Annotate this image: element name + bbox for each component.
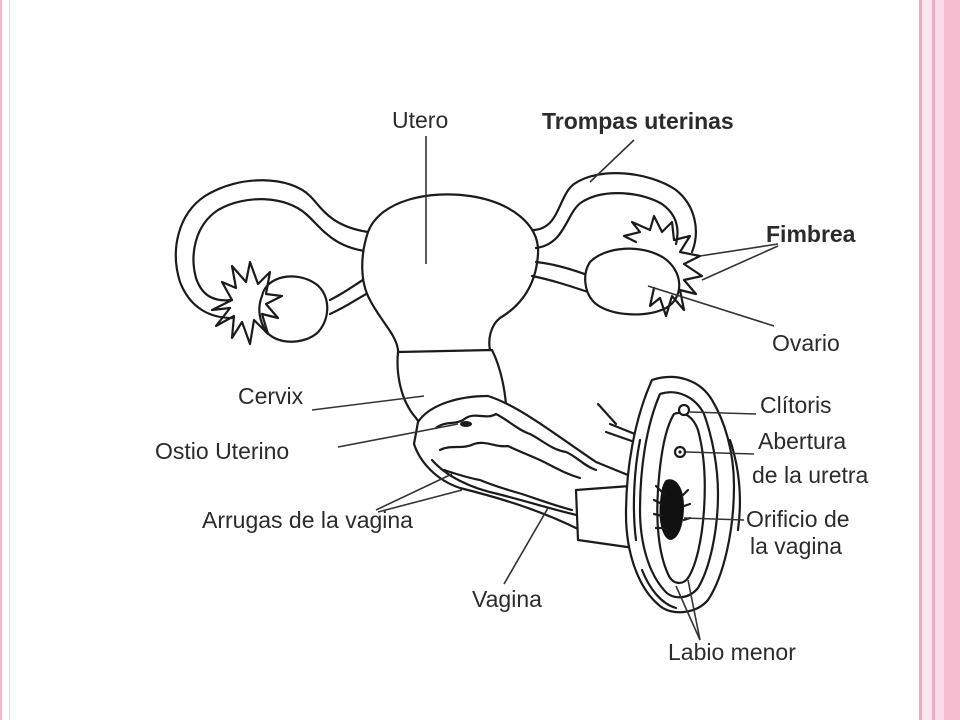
vaginal-orifice-shape: [659, 479, 684, 540]
right-fallopian-tube-inner: [534, 192, 679, 250]
right-fallopian-tube: [532, 172, 697, 254]
leader-ovario: [647, 285, 775, 327]
uterine-ostium: [460, 421, 472, 427]
label-abertura-1: Abertura: [758, 428, 846, 454]
label-labio: Labio menor: [668, 639, 796, 665]
left-fallopian-tube-inner: [192, 198, 374, 302]
urethral-opening-dot: [678, 450, 682, 454]
label-ostio: Ostio Uterino: [155, 438, 289, 464]
label-trompas: Trompas uterinas: [542, 108, 734, 134]
vaginal-rugae-mid: [438, 441, 582, 480]
labia-edge-left: [632, 438, 678, 610]
label-ovario: Ovario: [772, 330, 840, 356]
left-frame-border: [0, 0, 10, 720]
vaginal-orifice-hatching: [652, 484, 692, 530]
left-ovarian-ligament-b: [328, 290, 372, 316]
leader-ostio: [337, 423, 459, 448]
vaginal-wall-lower: [430, 458, 592, 520]
label-orificio-2: la vagina: [750, 533, 842, 559]
leader-arrugas-2: [377, 489, 463, 513]
leader-clitoris: [689, 411, 757, 415]
label-fimbrea: Fimbrea: [766, 221, 856, 247]
leader-orificio: [683, 517, 745, 521]
leader-trompas: [589, 139, 635, 183]
leader-fimbrea-2: [701, 245, 779, 281]
label-utero: Utero: [392, 107, 448, 133]
right-ovary: [584, 247, 681, 316]
right-frame-border: [918, 0, 960, 720]
leader-cervix: [311, 395, 425, 411]
right-ovarian-ligament: [534, 260, 592, 278]
leader-arrugas-1: [375, 473, 453, 511]
labia-majora-inner: [638, 391, 720, 599]
clitoris-shape: [677, 403, 691, 417]
labia-minora: [656, 411, 706, 584]
leader-abertura: [685, 451, 755, 455]
left-ovary: [258, 275, 329, 343]
label-cervix: Cervix: [238, 383, 304, 409]
leader-labio-1: [687, 579, 701, 641]
vaginal-rugae-bottom: [442, 468, 574, 512]
label-orificio-1: Orificio de: [746, 506, 850, 532]
label-arrugas: Arrugas de la vagina: [202, 507, 413, 533]
left-fimbriae: [210, 260, 284, 346]
leader-vagina: [503, 507, 549, 585]
leader-fimbrea-1: [699, 243, 779, 257]
right-ovarian-ligament-b: [530, 274, 590, 294]
label-abertura-2: de la uretra: [752, 462, 869, 488]
label-vagina: Vagina: [472, 586, 542, 612]
leader-labio-2: [675, 585, 701, 641]
left-fallopian-tube: [174, 179, 370, 320]
vaginal-rugae-top: [434, 412, 598, 472]
labia-edge-right: [728, 438, 742, 532]
uterus: [361, 193, 540, 393]
label-clitoris: Clítoris: [760, 392, 832, 418]
